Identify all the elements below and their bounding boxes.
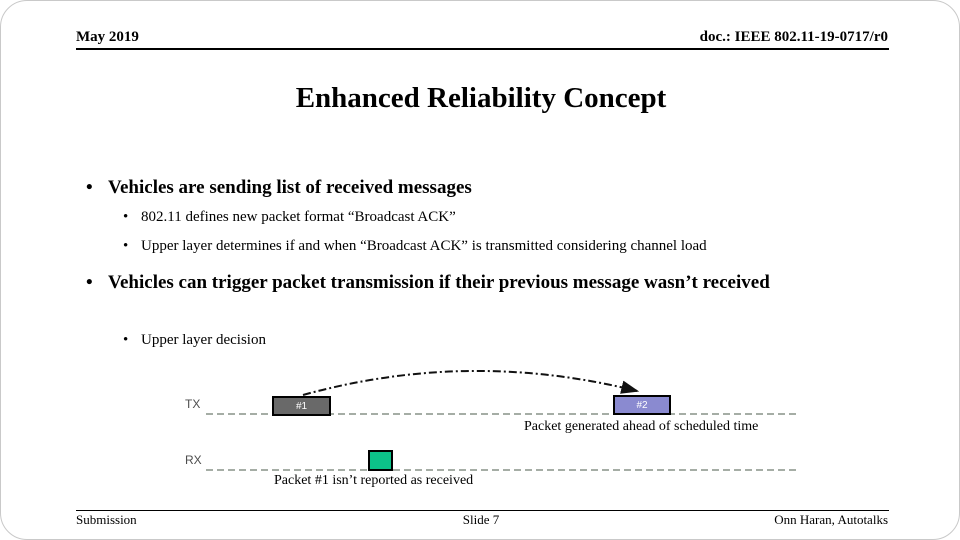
bullet-marker: • <box>86 177 93 198</box>
rx-lane-label: RX <box>185 453 202 467</box>
header-doc-number: doc.: IEEE 802.11-19-0717/r0 <box>699 29 888 45</box>
rx-packet <box>368 450 393 471</box>
bullet-text: Vehicles are sending list of received me… <box>108 177 472 198</box>
bullet-marker: • <box>86 272 93 293</box>
rx-caption: Packet #1 isn’t reported as received <box>274 473 474 488</box>
curved-arrow-icon <box>302 369 640 396</box>
header-date: May 2019 <box>76 29 139 45</box>
bullet-level1: • Vehicles are sending list of received m… <box>86 177 472 199</box>
slide-title: Enhanced Reliability Concept <box>295 82 667 114</box>
bullet-marker: • <box>123 332 129 348</box>
footer-author: Onn Haran, Autotalks <box>774 512 888 527</box>
tx-lane-label: TX <box>185 397 201 411</box>
tx-packet-2: #2 <box>613 395 671 415</box>
packet-label: #1 <box>295 400 308 412</box>
tx-caption: Packet generated ahead of scheduled time <box>524 419 759 434</box>
bullet-level1: • Vehicles can trigger packet transmissio… <box>86 269 876 297</box>
bullet-level2: • 802.11 defines new packet format “Broad… <box>123 209 456 226</box>
bullet-text: Vehicles can trigger packet transmission… <box>108 272 770 293</box>
bullet-marker: • <box>123 209 129 225</box>
footer-rule <box>76 510 889 511</box>
bullet-text: Upper layer determines if and when “Broa… <box>141 238 707 254</box>
bullet-level2: • Upper layer decision <box>123 332 266 349</box>
tx-packet-1: #1 <box>272 396 331 416</box>
bullet-text: Upper layer decision <box>141 332 266 348</box>
bullet-level2: • Upper layer determines if and when “Bro… <box>123 238 707 255</box>
packet-label: #2 <box>636 399 648 411</box>
bullet-text: 802.11 defines new packet format “Broadc… <box>141 209 456 225</box>
footer-slide-number: Slide 7 <box>462 512 500 527</box>
header-rule <box>76 48 889 50</box>
bullet-marker: • <box>123 238 129 254</box>
footer-submission: Submission <box>76 512 137 527</box>
tx-timeline <box>206 413 796 415</box>
rx-timeline <box>206 469 796 471</box>
